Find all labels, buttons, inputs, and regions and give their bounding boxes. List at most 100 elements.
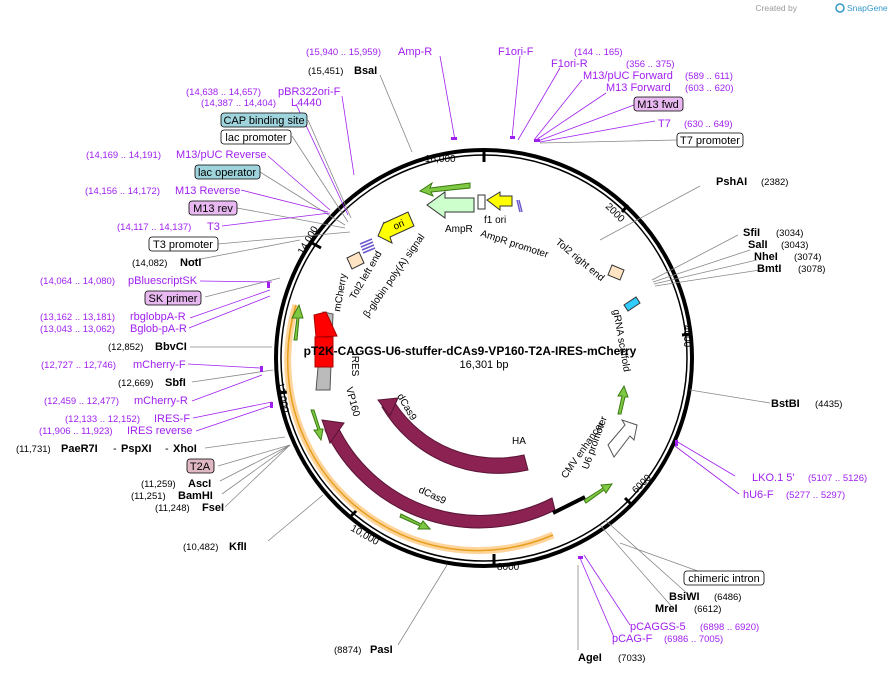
bbvci-label[interactable]: BbvCI	[155, 341, 187, 353]
primer-tick	[516, 199, 521, 213]
sali-label[interactable]: SalI	[748, 239, 768, 251]
t7-label[interactable]: T7	[658, 118, 671, 130]
bsiwi-label[interactable]: BsiWI	[669, 591, 700, 603]
primer-mark-m13	[534, 139, 540, 142]
u6-promoter-arrow	[607, 419, 638, 458]
pbluescript-label[interactable]: pBluescriptSK	[128, 275, 198, 287]
lac-promoter-box[interactable]	[220, 129, 292, 145]
leader-f1ori-r	[517, 67, 561, 141]
m13puc-forward-label[interactable]: M13/pUC Forward	[583, 70, 673, 82]
bstbi-pos: (4435)	[815, 399, 842, 410]
t7-promoter-box[interactable]	[676, 132, 744, 148]
m13-fwd-box-label: M13 fwd	[637, 99, 679, 111]
pshai-pos: (2382)	[761, 177, 788, 188]
primer-leader-lines	[187, 55, 740, 638]
sk-primer-box[interactable]	[144, 290, 202, 306]
leader-kfli	[267, 494, 324, 542]
kfli-label[interactable]: KflI	[229, 541, 247, 553]
leader-mrei	[599, 524, 674, 609]
lac-operator-box[interactable]	[194, 164, 261, 180]
sbfi-label[interactable]: SbfI	[165, 377, 186, 389]
bsiwi-pos: (6486)	[714, 592, 741, 603]
pshai-label[interactable]: PshAI	[716, 176, 747, 188]
xhoi-label[interactable]: XhoI	[173, 443, 197, 455]
sali-pos: (3043)	[781, 240, 808, 251]
l4440-label[interactable]: L4440	[291, 97, 322, 109]
pasi-label[interactable]: PasI	[370, 644, 393, 656]
leader-pasi	[397, 564, 448, 646]
ires-reverse-label[interactable]: IRES reverse	[127, 425, 192, 437]
leader-pbr322	[341, 95, 355, 176]
pcag-f-label[interactable]: pCAG-F	[612, 633, 653, 645]
leader-sbfi	[191, 369, 274, 383]
t3-label[interactable]: T3	[207, 221, 220, 233]
mcherry-f-pos: (12,727 .. 12,746)	[41, 360, 116, 371]
t7-promoter-label: T7 promoter	[680, 135, 740, 147]
leader-lac-promoter	[291, 135, 349, 223]
chimeric-intron-box[interactable]	[683, 570, 765, 586]
pspxi-label[interactable]: PspXI	[121, 443, 152, 455]
leader-m13-fwd-box	[537, 104, 635, 142]
asci-label[interactable]: AscI	[188, 478, 211, 490]
noti-pos: (14,082)	[132, 258, 167, 269]
amp-r-pos: (15,940 .. 15,959)	[306, 47, 381, 58]
l4440-pos: (14,387 .. 14,404)	[201, 98, 276, 109]
tick-4000	[681, 332, 693, 337]
primer-tick	[359, 238, 373, 245]
amp-r-label[interactable]: Amp-R	[398, 46, 432, 58]
leader-t7	[539, 120, 656, 143]
rbglob-label[interactable]: rbglobpA-R	[130, 311, 186, 323]
hu6-f-label[interactable]: hU6-F	[743, 489, 774, 501]
t2a-box[interactable]	[186, 458, 215, 474]
leader-fsei	[224, 444, 291, 508]
mrei-label[interactable]: MreI	[655, 603, 678, 615]
mcherry-f-label[interactable]: mCherry-F	[133, 359, 186, 371]
tick-label-8000: 8000	[497, 562, 520, 573]
primer-tick	[518, 199, 523, 213]
agei-label[interactable]: AgeI	[578, 652, 602, 664]
m13puc-rev-label[interactable]: M13/pUC Reverse	[176, 149, 266, 161]
pcaggs5-pos: (6898 .. 6920)	[700, 622, 759, 633]
site-leader-lines	[184, 74, 771, 650]
paer7i-label[interactable]: PaeR7I	[61, 443, 98, 455]
m13-forward-label[interactable]: M13 Forward	[606, 82, 671, 94]
cap-binding-label: CAP binding site	[223, 115, 304, 127]
lko-label[interactable]: LKO.1 5'	[752, 472, 794, 484]
bsai-label[interactable]: BsaI	[354, 65, 377, 77]
leader-sk-primer	[204, 277, 281, 298]
tick-2000	[620, 204, 630, 213]
cap-binding-box[interactable]	[220, 112, 308, 128]
m13-rev-box[interactable]	[188, 200, 238, 216]
bstbi-label[interactable]: BstBI	[771, 398, 800, 410]
primer-mark-amp-r	[451, 137, 457, 140]
feature-mcherry-label: mCherry	[332, 273, 349, 313]
t3-promoter-box[interactable]	[148, 236, 219, 252]
lac-operator-label: lac operator	[198, 167, 256, 179]
bglob-label[interactable]: Bglob-pA-R	[130, 323, 187, 335]
pbr322-label[interactable]: pBR322ori-F	[278, 86, 341, 98]
fsei-label[interactable]: FseI	[202, 502, 224, 514]
nhei-label[interactable]: NheI	[754, 251, 778, 263]
leader-pcag-f	[579, 557, 615, 638]
pcaggs5-label[interactable]: pCAGGS-5	[630, 621, 686, 633]
ires-f-label[interactable]: IRES-F	[154, 413, 190, 425]
leader-m13-reverse	[240, 189, 329, 213]
feature-vp160-label: VP160	[343, 386, 362, 418]
dcas9-outer-arrow	[324, 424, 556, 529]
f1ori-r-label[interactable]: F1ori-R	[551, 58, 588, 70]
m13-fwd-box[interactable]	[633, 96, 684, 112]
tick-label-4000: 4000	[681, 325, 692, 348]
f1ori-f-label[interactable]: F1ori-F	[498, 46, 534, 58]
paer7i-pos: (11,731)	[16, 444, 51, 455]
bamhi-label[interactable]: BamHI	[178, 490, 213, 502]
pasi-pos: (8874)	[334, 645, 361, 656]
leader-t3-promoter	[217, 231, 351, 245]
sfii-label[interactable]: SfiI	[743, 227, 760, 239]
pbluescript-pos: (14,064 .. 14,080)	[40, 276, 115, 287]
bmti-label[interactable]: BmtI	[757, 263, 781, 275]
mcherry-r-label[interactable]: mCherry-R	[134, 395, 188, 407]
noti-label[interactable]: NotI	[180, 257, 201, 269]
leader-cap	[307, 119, 352, 219]
bglob-pos: (13,043 .. 13,062)	[40, 324, 115, 335]
m13-reverse-label[interactable]: M13 Reverse	[175, 185, 240, 197]
